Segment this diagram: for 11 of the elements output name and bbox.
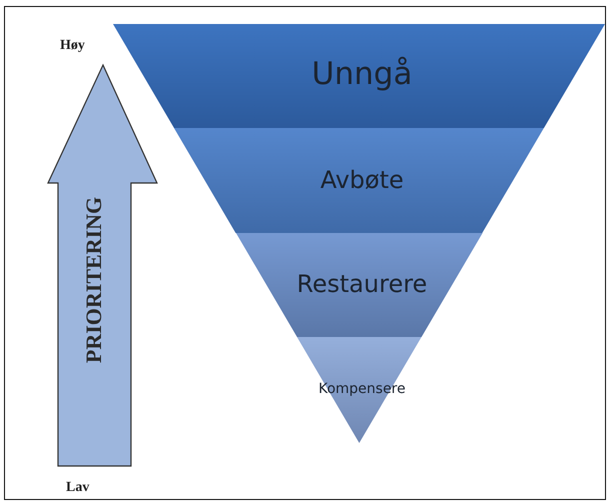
priority-arrow bbox=[48, 65, 158, 467]
funnel-tier bbox=[113, 24, 605, 128]
funnel-tier bbox=[296, 337, 422, 443]
scale-label: Lav bbox=[66, 480, 90, 496]
funnel-tier bbox=[236, 233, 482, 337]
tier-label: Unngå bbox=[310, 56, 414, 92]
scale-label: Høy bbox=[60, 38, 85, 54]
funnel-tier bbox=[174, 128, 544, 233]
tier-label: Avbøte bbox=[319, 166, 405, 194]
axis-title: PRIORITERING bbox=[81, 196, 107, 366]
tier-label: Restaurere bbox=[296, 270, 428, 298]
